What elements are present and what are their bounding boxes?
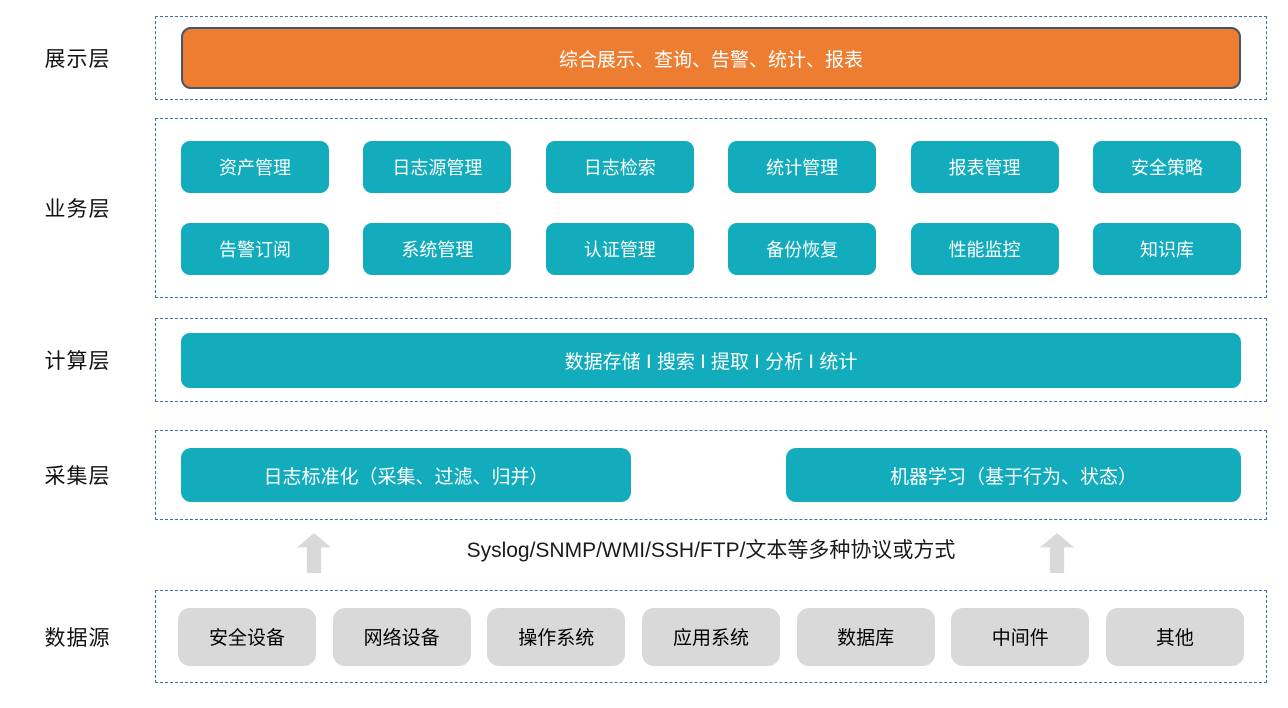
presentation-layer-container: 综合展示、查询、告警、统计、报表: [155, 16, 1267, 100]
business-box-performance-monitoring: 性能监控: [910, 223, 1059, 275]
presentation-box: 综合展示、查询、告警、统计、报表: [181, 27, 1241, 89]
datasource-box-application-systems: 应用系统: [641, 607, 780, 666]
layer-label-datasource: 数据源: [44, 626, 111, 650]
business-row-1: 资产管理 日志源管理 日志检索 统计管理 报表管理 安全策略: [181, 141, 1241, 193]
computing-layer-section: 计算层 数据存储 Ⅰ 搜索 Ⅰ 提取 Ⅰ 分析 Ⅰ 统计: [0, 318, 1288, 402]
datasource-box-other: 其他: [1105, 607, 1244, 666]
business-row-2: 告警订阅 系统管理 认证管理 备份恢复 性能监控 知识库: [181, 223, 1241, 275]
layer-label-computing: 计算层: [44, 350, 111, 373]
business-box-backup-recovery: 备份恢复: [728, 223, 877, 275]
layer-label-collection: 采集层: [44, 465, 111, 488]
collection-layer-container: 日志标准化（采集、过滤、归并） 机器学习（基于行为、状态）: [155, 430, 1267, 520]
datasource-box-network-devices: 网络设备: [332, 607, 471, 666]
business-box-log-search: 日志检索: [545, 141, 694, 193]
business-box-log-source-management: 日志源管理: [363, 141, 512, 193]
business-box-knowledge-base: 知识库: [1092, 223, 1241, 275]
business-layer-container: 资产管理 日志源管理 日志检索 统计管理 报表管理 安全策略 告警订阅 系统管理…: [155, 118, 1267, 298]
business-box-alert-subscription: 告警订阅: [181, 223, 329, 275]
business-box-auth-management: 认证管理: [545, 223, 694, 275]
datasource-box-operating-systems: 操作系统: [487, 607, 626, 666]
protocol-text: Syslog/SNMP/WMI/SSH/FTP/文本等多种协议或方式: [466, 539, 956, 562]
business-layer-section: 业务层 资产管理 日志源管理 日志检索 统计管理 报表管理 安全策略 告警订阅 …: [0, 118, 1288, 298]
collection-box-machine-learning: 机器学习（基于行为、状态）: [786, 448, 1241, 502]
datasource-box-databases: 数据库: [796, 607, 935, 666]
presentation-layer-section: 展示层 综合展示、查询、告警、统计、报表: [0, 16, 1288, 100]
business-box-report-management: 报表管理: [910, 141, 1059, 193]
collection-box-log-normalization: 日志标准化（采集、过滤、归并）: [181, 448, 631, 502]
transport-band: Syslog/SNMP/WMI/SSH/FTP/文本等多种协议或方式: [155, 520, 1267, 590]
collection-layer-section: 采集层 日志标准化（采集、过滤、归并） 机器学习（基于行为、状态）: [0, 430, 1288, 520]
datasource-box-security-devices: 安全设备: [178, 607, 316, 666]
business-box-asset-management: 资产管理: [181, 141, 329, 193]
business-box-system-management: 系统管理: [363, 223, 512, 275]
layer-label-presentation: 展示层: [44, 48, 111, 71]
datasource-box-middleware: 中间件: [951, 607, 1090, 666]
datasource-layer-container: 安全设备 网络设备 操作系统 应用系统 数据库 中间件 其他: [155, 590, 1267, 683]
business-box-security-policy: 安全策略: [1092, 141, 1241, 193]
layer-label-business: 业务层: [44, 198, 111, 221]
computing-box: 数据存储 Ⅰ 搜索 Ⅰ 提取 Ⅰ 分析 Ⅰ 统计: [181, 332, 1241, 388]
business-box-statistics-management: 统计管理: [728, 141, 877, 193]
datasource-layer-section: 数据源 安全设备 网络设备 操作系统 应用系统 数据库 中间件 其他: [0, 590, 1288, 683]
computing-layer-container: 数据存储 Ⅰ 搜索 Ⅰ 提取 Ⅰ 分析 Ⅰ 统计: [155, 318, 1267, 402]
